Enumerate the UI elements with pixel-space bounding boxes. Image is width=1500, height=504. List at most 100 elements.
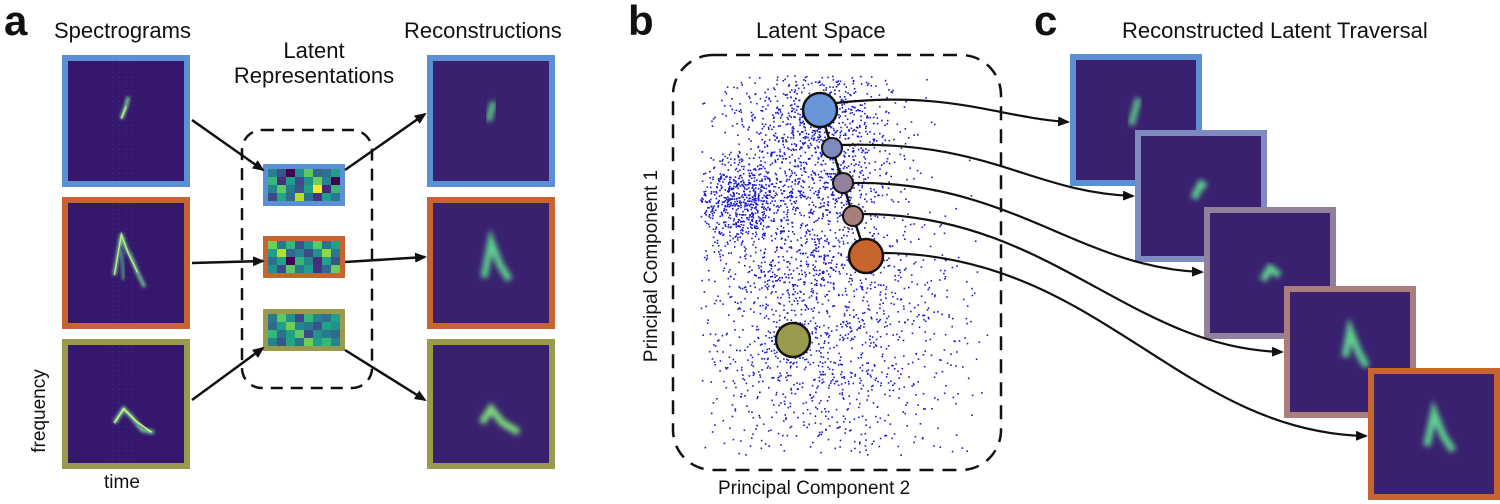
scatter-point (719, 233, 722, 235)
scatter-point (836, 380, 839, 383)
scatter-point (774, 186, 777, 188)
scatter-point (746, 218, 749, 220)
scatter-point (714, 424, 716, 426)
scatter-point (799, 290, 801, 293)
scatter-point (755, 219, 758, 222)
scatter-point (744, 286, 747, 288)
scatter-point (794, 75, 796, 77)
scatter-point (851, 337, 853, 340)
scatter-point (839, 359, 841, 362)
scatter-point (756, 225, 758, 227)
scatter-point (763, 271, 765, 273)
scatter-point (706, 322, 709, 324)
scatter-point (858, 109, 860, 112)
scatter-point (797, 112, 799, 115)
scatter-point (723, 105, 726, 107)
scatter-point (792, 131, 794, 133)
scatter-point (848, 280, 850, 283)
scatter-point (719, 370, 721, 372)
scatter-point (736, 213, 738, 216)
scatter-point (806, 240, 808, 243)
scatter-point (789, 199, 792, 202)
scatter-point (807, 176, 810, 178)
scatter-point (854, 238, 856, 241)
scatter-point (867, 373, 869, 375)
scatter-point (733, 278, 735, 280)
scatter-point (887, 345, 890, 347)
scatter-point (734, 204, 737, 206)
scatter-point (766, 283, 769, 285)
scatter-point (752, 174, 755, 177)
scatter-point (767, 318, 770, 320)
scatter-point (881, 142, 884, 145)
scatter-point (734, 241, 736, 243)
scatter-point (915, 394, 917, 396)
scatter-point (827, 255, 829, 257)
scatter-point (858, 392, 860, 395)
scatter-point (719, 215, 721, 218)
scatter-point (736, 123, 739, 125)
scatter-point (783, 211, 785, 213)
scatter-point (809, 189, 812, 192)
scatter-point (753, 180, 756, 182)
scatter-point (705, 201, 708, 203)
scatter-point (847, 165, 850, 168)
scatter-point (966, 281, 968, 283)
scatter-point (759, 249, 762, 252)
scatter-point (786, 216, 789, 218)
scatter-point (734, 236, 736, 238)
scatter-point (737, 134, 739, 136)
scatter-point (896, 123, 899, 126)
scatter-point (825, 262, 827, 265)
scatter-point (879, 168, 881, 170)
scatter-point (881, 185, 884, 188)
scatter-point (876, 122, 879, 125)
scatter-point (720, 249, 722, 252)
scatter-point (724, 225, 727, 228)
scatter-point (868, 338, 871, 341)
scatter-point (877, 284, 880, 286)
scatter-point (844, 138, 847, 140)
scatter-point (824, 295, 826, 298)
scatter-point (912, 383, 915, 385)
scatter-point (724, 211, 727, 214)
scatter-point (820, 411, 823, 413)
scatter-point (751, 227, 753, 229)
scatter-point (818, 134, 821, 136)
scatter-point (729, 239, 732, 242)
scatter-point (804, 126, 806, 129)
scatter-point (865, 370, 868, 372)
scatter-point (786, 211, 789, 213)
scatter-point (869, 284, 872, 286)
scatter-point (790, 425, 793, 428)
scatter-point (842, 167, 845, 170)
scatter-point (761, 127, 764, 130)
scatter-point (820, 155, 823, 157)
scatter-point (761, 123, 764, 125)
scatter-point (827, 351, 829, 354)
scatter-point (790, 196, 793, 199)
scatter-point (730, 158, 732, 160)
scatter-point (864, 127, 867, 129)
scatter-point (733, 198, 736, 200)
scatter-point (815, 220, 817, 222)
scatter-point (934, 294, 936, 296)
scatter-point (800, 164, 802, 167)
scatter-point (708, 215, 710, 218)
scatter-point (786, 266, 789, 269)
scatter-point (908, 302, 911, 305)
scatter-point (790, 246, 792, 248)
scatter-point (865, 193, 867, 196)
scatter-point (885, 348, 888, 350)
traversal-arrow-2 (840, 143, 1135, 201)
scatter-point (756, 222, 758, 225)
scatter-point (761, 178, 763, 181)
scatter-point (801, 121, 804, 124)
scatter-point (786, 250, 788, 253)
scatter-point (779, 276, 781, 279)
scatter-point (826, 254, 829, 257)
scatter-point (753, 311, 755, 313)
scatter-point (825, 429, 827, 431)
scatter-point (829, 275, 831, 278)
scatter-point (795, 144, 798, 146)
